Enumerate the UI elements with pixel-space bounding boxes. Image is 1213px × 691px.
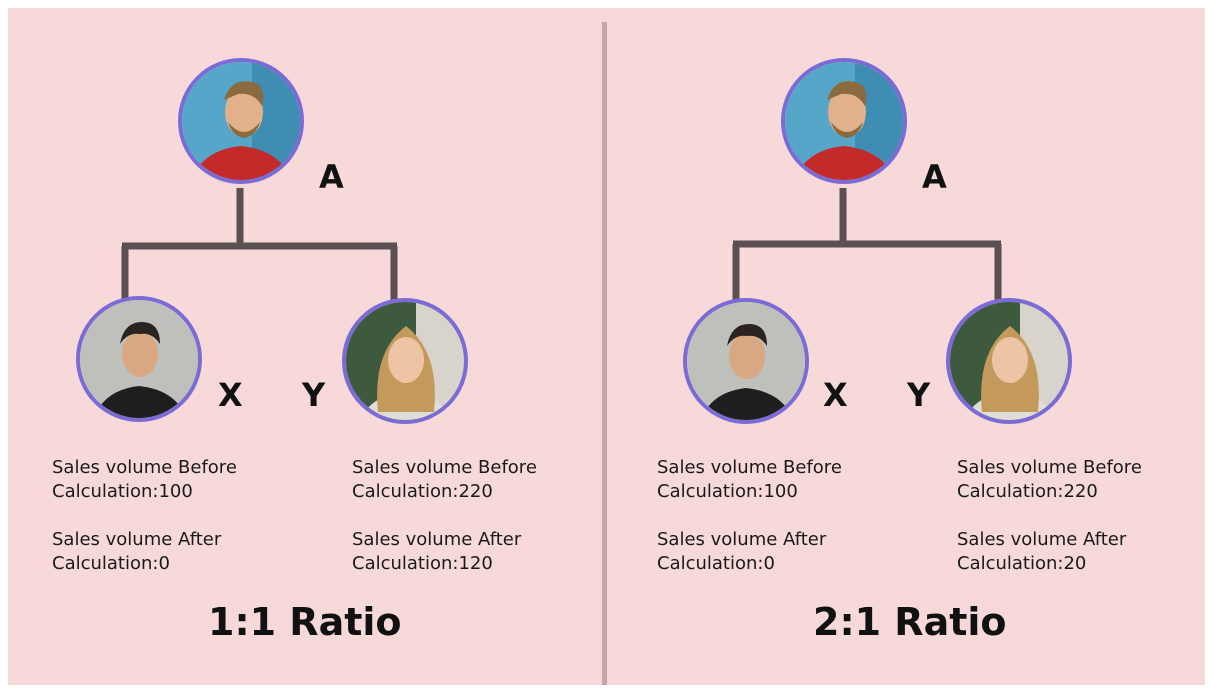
avatar-a — [178, 58, 304, 184]
avatar-a — [781, 58, 907, 184]
man-red-shirt-avatar — [182, 62, 300, 180]
x-before-line1: Sales volume Before — [52, 457, 237, 478]
x-before-line2: Calculation:100 — [52, 481, 193, 502]
x-sales-info: Sales volume Before Calculation:100 Sale… — [657, 456, 842, 600]
y-before-line2: Calculation:220 — [957, 481, 1098, 502]
node-label-y: Y — [907, 376, 931, 414]
avatar-y — [342, 298, 468, 424]
y-after-line1: Sales volume After — [352, 529, 522, 550]
x-after-line2: Calculation:0 — [52, 553, 170, 574]
tree-connectors — [732, 188, 1002, 300]
node-label-x: X — [823, 376, 848, 414]
node-label-y: Y — [302, 376, 326, 414]
tree-connectors — [121, 188, 398, 300]
y-before-line1: Sales volume Before — [352, 457, 537, 478]
node-label-x: X — [218, 376, 243, 414]
x-after-line2: Calculation:0 — [657, 553, 775, 574]
y-after-line2: Calculation:120 — [352, 553, 493, 574]
x-before-line1: Sales volume Before — [657, 457, 842, 478]
y-before-line2: Calculation:220 — [352, 481, 493, 502]
avatar-x — [76, 296, 202, 422]
x-sales-info: Sales volume Before Calculation:100 Sale… — [52, 456, 237, 600]
avatar-y — [946, 298, 1072, 424]
ratio-title: 2:1 Ratio — [813, 600, 1007, 644]
avatar-x — [683, 298, 809, 424]
diagram-canvas: A X Y Sales volume Before Calcul — [8, 8, 1205, 685]
man-dark-shirt-avatar — [80, 300, 198, 418]
panel-1-1-ratio: A X Y Sales volume Before Calcul — [8, 8, 604, 685]
x-after-line1: Sales volume After — [52, 529, 222, 550]
man-red-shirt-avatar — [785, 62, 903, 180]
node-label-a: A — [922, 158, 947, 196]
panel-2-1-ratio: A X Y Sales volume Before Calcul — [611, 8, 1207, 685]
ratio-title: 1:1 Ratio — [208, 600, 402, 644]
y-sales-info: Sales volume Before Calculation:220 Sale… — [957, 456, 1142, 600]
node-label-a: A — [319, 158, 344, 196]
woman-blonde-avatar — [346, 302, 464, 420]
panel-divider — [602, 22, 607, 685]
x-after-line1: Sales volume After — [657, 529, 827, 550]
y-before-line1: Sales volume Before — [957, 457, 1142, 478]
y-after-line1: Sales volume After — [957, 529, 1127, 550]
man-dark-shirt-avatar — [687, 302, 805, 420]
x-before-line2: Calculation:100 — [657, 481, 798, 502]
woman-blonde-avatar — [950, 302, 1068, 420]
y-after-line2: Calculation:20 — [957, 553, 1087, 574]
y-sales-info: Sales volume Before Calculation:220 Sale… — [352, 456, 537, 600]
